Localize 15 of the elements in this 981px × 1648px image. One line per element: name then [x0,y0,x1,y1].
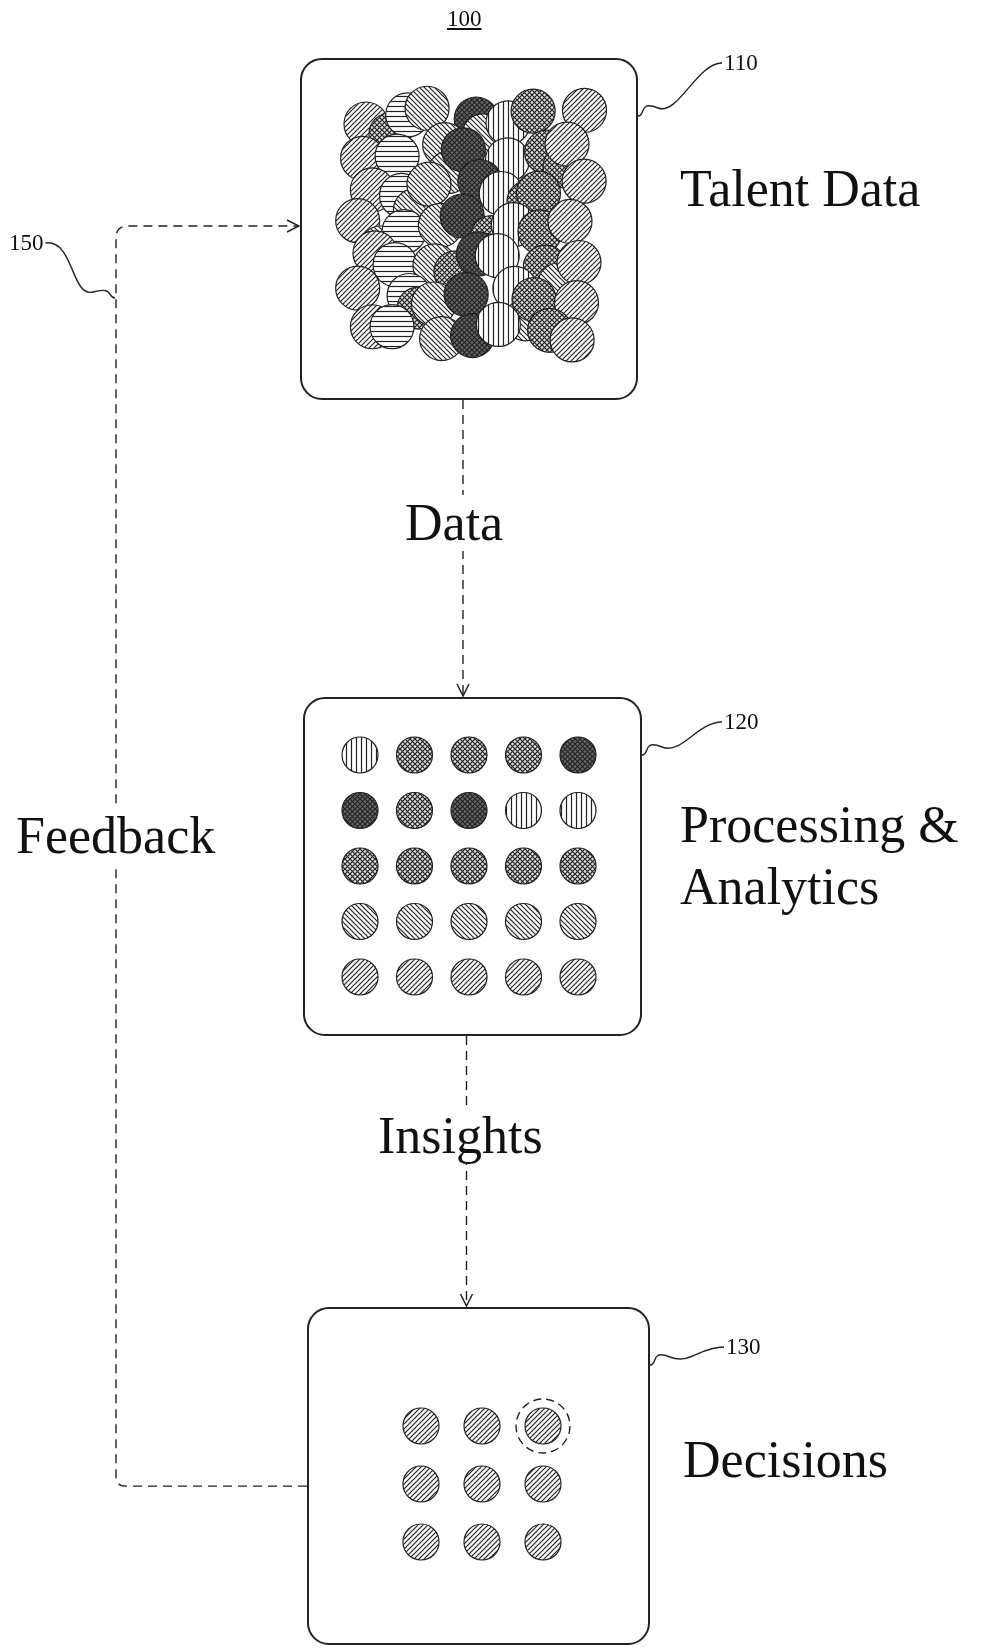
leader-line [641,721,723,756]
stage-title: Talent Data [680,159,922,219]
leader-line [649,1346,725,1366]
stage-title: Processing & Analytics [680,795,960,917]
edge-label: Data [403,495,506,551]
figure-number: 100 [447,6,482,32]
edge-label: Feedback [14,808,218,864]
leader-line [44,242,116,299]
callout-number: 150 [9,230,44,256]
leader-line [637,62,723,117]
callout-number: 130 [726,1334,761,1360]
stage-title: Decisions [683,1430,890,1490]
arrow [115,219,308,1487]
callout-number: 110 [724,50,758,76]
callout-number: 120 [724,709,759,735]
